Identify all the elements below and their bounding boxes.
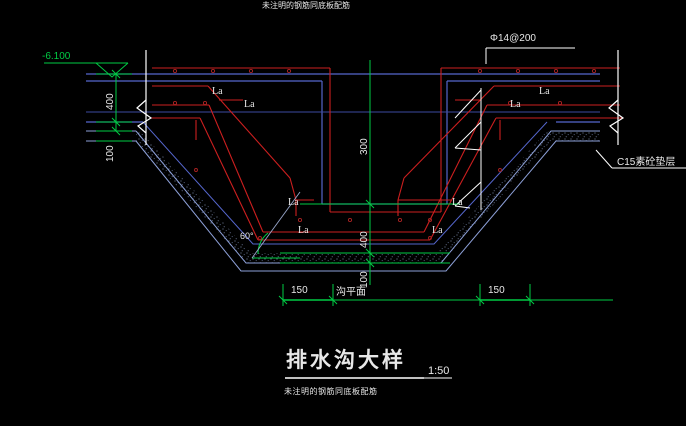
rebar-lines: [150, 67, 622, 241]
break-line-left: [136, 50, 153, 145]
anchorage-label-la: La: [212, 86, 223, 97]
dimension-bottom-right: 150: [488, 285, 505, 296]
wall-hatch-zigzag: [454, 88, 482, 210]
dimension-bottom-left: 150: [291, 285, 308, 296]
rebar-section-dots: [172, 68, 597, 240]
dimension-left-upper: 400: [105, 93, 116, 110]
cushion-note-label: C15素砼垫层: [617, 157, 676, 168]
ditch-structure-outline: [86, 73, 600, 205]
slope-guide-line: [251, 191, 301, 259]
dimension-lines: [44, 60, 613, 306]
cushion-outline: [86, 130, 600, 272]
drawing-subtitle: 未注明的钢筋同底板配筋: [284, 387, 378, 396]
rebar-spec-label: Φ14@200: [490, 33, 536, 44]
anchorage-label-la: La: [288, 197, 299, 208]
dimension-center-top: 300: [359, 138, 370, 155]
dimension-center-bottom: 100: [359, 271, 370, 288]
header-note: 未注明的钢筋同底板配筋: [262, 1, 350, 10]
anchorage-label-la: La: [432, 225, 443, 236]
note-leader-lines: [258, 11, 686, 169]
anchorage-label-la: La: [539, 86, 550, 97]
structure-bottom-band: [86, 111, 600, 245]
drawing-title: 排水沟大样: [286, 349, 406, 372]
dimension-center-mid: 400: [359, 231, 370, 248]
anchorage-label-la: La: [452, 197, 463, 208]
elevation-marker: -6.100: [42, 51, 71, 62]
anchorage-label-la: La: [298, 225, 309, 236]
bottom-center-label: 沟平面: [336, 287, 366, 298]
break-line-right: [608, 50, 625, 145]
angle-label: 60°: [240, 231, 254, 241]
dimension-left-lower: 100: [105, 145, 116, 162]
drawing-scale: 1:50: [428, 365, 450, 377]
anchorage-label-la: La: [510, 99, 521, 110]
anchorage-label-la: La: [244, 99, 255, 110]
